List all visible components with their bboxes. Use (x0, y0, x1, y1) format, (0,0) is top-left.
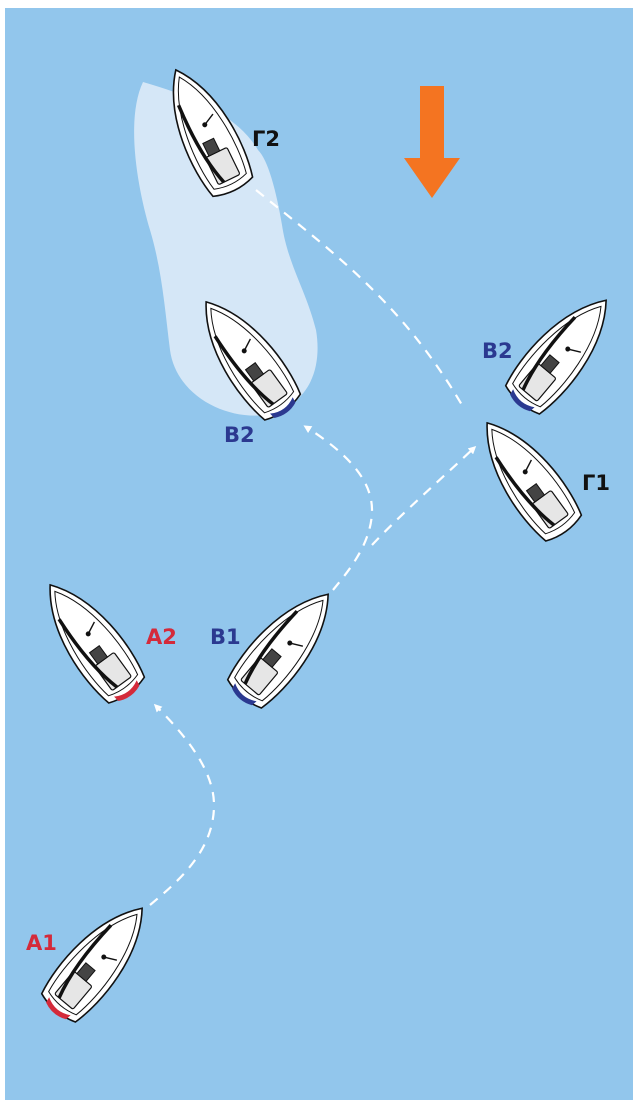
label-a2: A2 (146, 625, 177, 649)
label-g1: Γ1 (582, 471, 610, 495)
label-a1: A1 (26, 931, 57, 955)
wind-shadow (134, 82, 318, 416)
boat-b2-right (497, 281, 629, 422)
track-b-upper-left (303, 425, 374, 591)
boat-b2-left (182, 284, 309, 428)
boat-b1 (219, 575, 351, 716)
boat-a1 (33, 889, 165, 1030)
track-a (149, 703, 216, 906)
wind-direction-arrow-icon (404, 86, 460, 198)
track-g (255, 189, 463, 406)
water-background (5, 8, 633, 1100)
label-b2-left: B2 (224, 423, 255, 447)
label-b1: B1 (210, 625, 241, 649)
boat-a2 (26, 567, 153, 711)
label-b2-right: B2 (482, 339, 513, 363)
boat-tracks (149, 189, 477, 906)
label-g2: Γ2 (252, 127, 280, 151)
